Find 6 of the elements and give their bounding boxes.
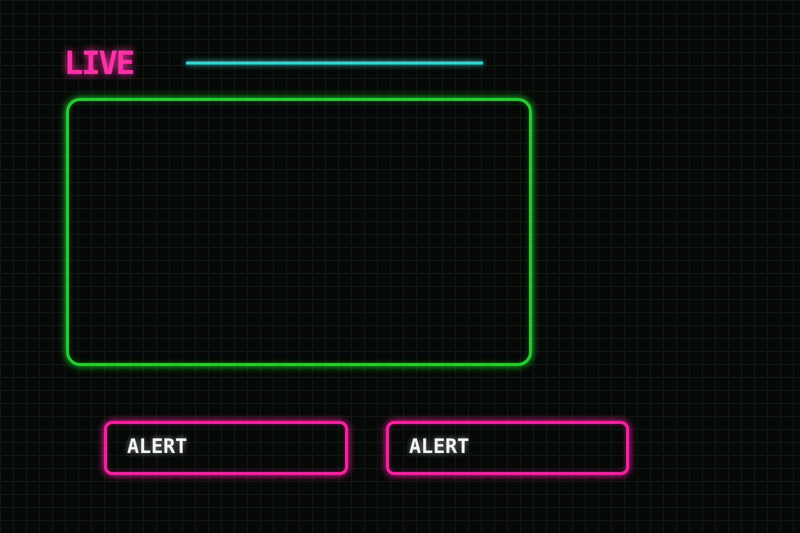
live-label: LIVE	[64, 44, 134, 82]
frame-box	[66, 98, 532, 366]
alert-label: ALERT	[127, 434, 188, 458]
alert-label: ALERT	[409, 434, 470, 458]
alert-box	[104, 421, 348, 475]
alert-box	[386, 421, 629, 475]
